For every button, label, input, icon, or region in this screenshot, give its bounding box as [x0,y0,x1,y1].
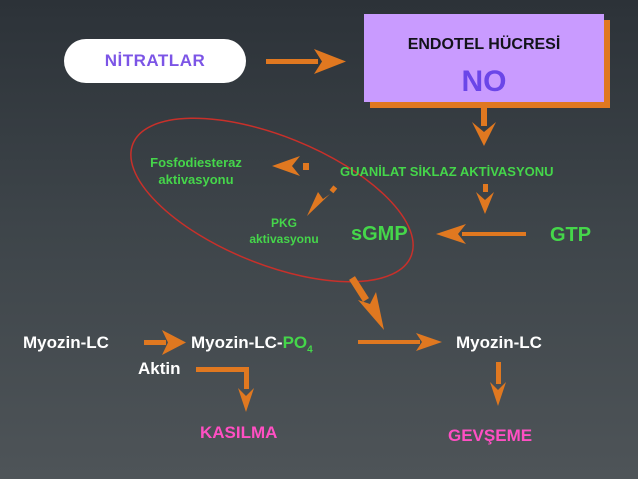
endotel-box: ENDOTEL HÜCRESİ NO [364,14,604,102]
nitratlar-label: NİTRATLAR [104,51,206,70]
myozin-lc-prefix: Myozin-LC- [191,333,283,352]
myozin-lc-po4: Myozin-LC-PO4 [191,333,313,355]
pkg-line2: aktivasyonu [249,232,319,246]
nitratlar-pill: NİTRATLAR [64,39,246,83]
highlight-ellipse [130,117,414,283]
guanilat-label: GUANİLAT SİKLAZ AKTİVASYONU [340,164,554,179]
kasilma-label: KASILMA [200,423,278,442]
pkg-line1: PKG [270,216,297,230]
fosfodiesteraz-label: Fosfodiesteraz aktivasyonu [136,154,256,188]
arrow-gtp-to-sgmp [436,224,526,244]
sgmp-label: sGMP [351,223,408,245]
pkg-label: PKG aktivasyonu [236,215,332,247]
arrow-po4-to-myozin-right [358,333,442,351]
gevseme-label: GEVŞEME [448,426,533,445]
arrow-to-pkg [307,185,338,216]
arrow-nitratlar-to-endotel [266,49,346,74]
arrow-to-fosfodiesteraz [272,156,309,176]
aktin-label: Aktin [138,359,181,378]
po4-subscript: 4 [307,344,313,356]
fosfodiesteraz-line2: aktivasyonu [158,172,234,187]
arrow-guanilat-down [476,184,494,214]
myozin-lc-left: Myozin-LC [23,333,109,352]
po4-text: PO [282,333,308,352]
fosfodiesteraz-line1: Fosfodiesteraz [150,155,242,170]
arrow-sgmp-to-myozin [349,276,384,330]
arrow-myozin-to-po4 [144,330,186,355]
gtp-label: GTP [550,224,592,246]
arrow-aktin-to-kasilma [196,367,254,412]
no-label: NO [461,65,507,98]
arrow-myozin-to-gevseme [490,362,506,406]
arrow-no-to-guanilat [472,104,496,146]
myozin-lc-right: Myozin-LC [456,333,542,352]
endotel-title: ENDOTEL HÜCRESİ [407,36,561,53]
